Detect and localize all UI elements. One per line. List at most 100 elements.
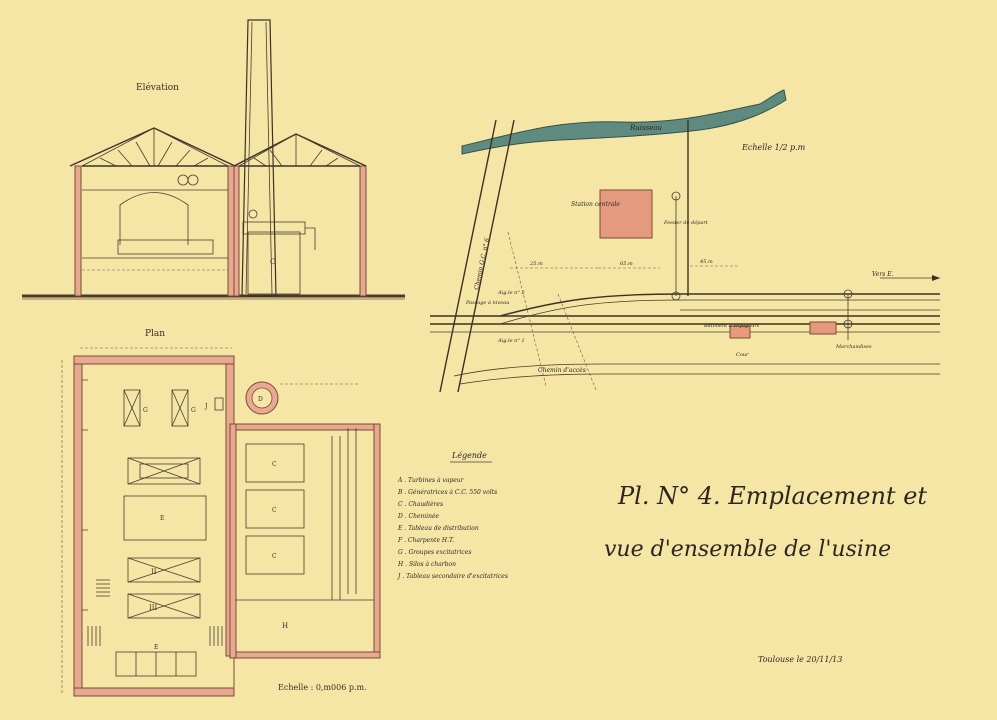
turbine-unit-3: [127, 593, 201, 619]
plan-title: Plan: [145, 329, 165, 339]
legend-item-d: D . Cheminée: [397, 513, 440, 520]
secondary-board: [214, 397, 224, 411]
plate-signature: Toulouse le 20/11/13: [758, 655, 842, 664]
floor-plan: Plan G G J E II III: [61, 329, 381, 697]
elevation-title: Elévation: [136, 82, 179, 93]
passenger-building: [729, 325, 751, 339]
coal-conveyor: [331, 428, 357, 600]
boiler-house-wall-north: [229, 423, 381, 431]
legend-item-h: H . Silos à charbon: [397, 561, 456, 568]
plate-title-line-2: vue d'ensemble de l'usine: [604, 537, 891, 562]
legend-item-c: C . Chaudières: [398, 501, 443, 508]
turbine-hall-wall-north: [73, 355, 235, 365]
turbine-hall-wall-west: [73, 355, 83, 697]
boiler-plan-3-label: C: [272, 553, 277, 560]
goods-building: [809, 321, 837, 335]
exciter-label-1: G: [143, 407, 148, 414]
goods-label: Marchandises: [835, 344, 872, 350]
crossing-label: Passage à niveau: [465, 299, 509, 306]
boiler-house-outline: [229, 423, 381, 659]
right-hall-truss: [238, 133, 361, 167]
feeder-pylon-1: [671, 191, 681, 201]
chimney: [241, 19, 277, 297]
elevation-drawing: Elévation C: [22, 19, 405, 300]
feeder-label: Feeder de départ: [663, 219, 709, 226]
left-hall-wall-right: [227, 165, 235, 297]
boiler-label: C: [270, 258, 275, 266]
turbine-unit-2: [127, 557, 201, 583]
legend-item-g: G . Groupes excitatrices: [398, 549, 471, 556]
right-hall-wall-left: [233, 165, 240, 297]
river-label: Ruisseau: [629, 124, 663, 132]
turbine-unit-3-label: III: [149, 604, 158, 612]
switchboard-label: E: [160, 515, 164, 522]
exciter-label-2: G: [191, 407, 196, 414]
direction-arrow-head: [932, 275, 940, 281]
boiler-plan-1-label: C: [272, 461, 277, 468]
stairs-south-west: [87, 626, 101, 646]
chimney-flue: [251, 387, 273, 409]
boiler-block: [247, 231, 301, 295]
plan-scale-text: Echelle : 0,m006 p.m.: [278, 683, 367, 692]
legend: Légende A . Turbines à vapeur B . Généra…: [396, 451, 508, 580]
turbine-unit-2-label: II: [151, 568, 157, 576]
dim-label-3: 45.m: [699, 259, 713, 265]
sightlines: [507, 231, 597, 391]
turbine-unit-2-cross: [127, 557, 201, 583]
boiler-plan-2: [245, 489, 305, 529]
legend-item-b: B . Génératrices à C.C. 550 volts: [397, 489, 497, 496]
boiler-plan-2-label: C: [272, 507, 277, 514]
turbine-hall-wall-south: [73, 687, 235, 697]
turbine-unit-1-core: [139, 463, 189, 479]
siding-track: [499, 293, 940, 317]
right-hall-roof: [233, 133, 367, 167]
exciter-group-2-cross: [171, 389, 189, 427]
right-hall-wall-right: [359, 165, 367, 297]
dim-label-1: 25.m: [529, 261, 543, 267]
legend-item-j: J . Tableau secondaire d'excitatrices: [396, 573, 508, 580]
turbine-group: [117, 239, 214, 255]
dim-label-2: 65.m: [620, 261, 633, 267]
legend-item-f: F . Charpente H.T.: [397, 537, 454, 544]
left-hall-roof: [69, 127, 236, 167]
access-road: [453, 363, 940, 385]
boiler-plan-3: [245, 535, 305, 575]
boiler-house-wall-south: [229, 651, 381, 659]
boiler-house-wall-east: [373, 423, 381, 659]
river: [461, 89, 787, 155]
legend-item-a: A . Turbines à vapeur: [397, 477, 465, 484]
switchboard-area: [123, 495, 207, 541]
stairs-south-east: [209, 626, 223, 646]
silo-label: H: [282, 622, 288, 630]
west-windows: [82, 379, 88, 611]
stairs-west: [96, 579, 110, 597]
exciter-group-1-cross: [123, 389, 141, 427]
chimney-label: D: [258, 396, 263, 403]
map-scale-text: Echelle 1/2 p.m: [741, 143, 806, 152]
legend-heading: Légende: [451, 451, 487, 460]
plate-title: Pl. N° 4. Emplacement et vue d'ensemble …: [604, 482, 927, 664]
boiler-plan-1: [245, 443, 305, 483]
left-hall-wall-left: [74, 165, 82, 297]
exciter-group-1: [123, 389, 141, 427]
main-road: [439, 119, 515, 393]
crane-trolley: [177, 174, 189, 186]
steam-pipe: [305, 227, 316, 250]
left-hall-truss: [81, 127, 229, 167]
site-map: Ruisseau Echelle 1/2 p.m Chemin G.C. n° …: [430, 89, 940, 393]
passenger-building-label: Bâtiment à voyageurs: [703, 322, 760, 329]
turbine-unit-1-cross: [127, 457, 201, 485]
distribution-board-panels: [135, 652, 177, 676]
switch-1-label: Aig.le n° 1: [497, 338, 525, 344]
crane-trolley-2: [187, 174, 199, 186]
railway-tracks: [430, 293, 940, 333]
boiler-valve: [248, 209, 258, 219]
switch-2-label: Aig.le n° 2: [497, 290, 525, 296]
boiler-house-wall-west: [229, 423, 237, 659]
turbine-housing: [119, 192, 189, 245]
turbine-unit-3-cross: [127, 593, 201, 619]
legend-item-e: E . Tableau de distribution: [397, 525, 479, 532]
courtyard-label: Cour: [736, 352, 749, 358]
access-road-label: Chemin d'accès: [538, 367, 586, 374]
